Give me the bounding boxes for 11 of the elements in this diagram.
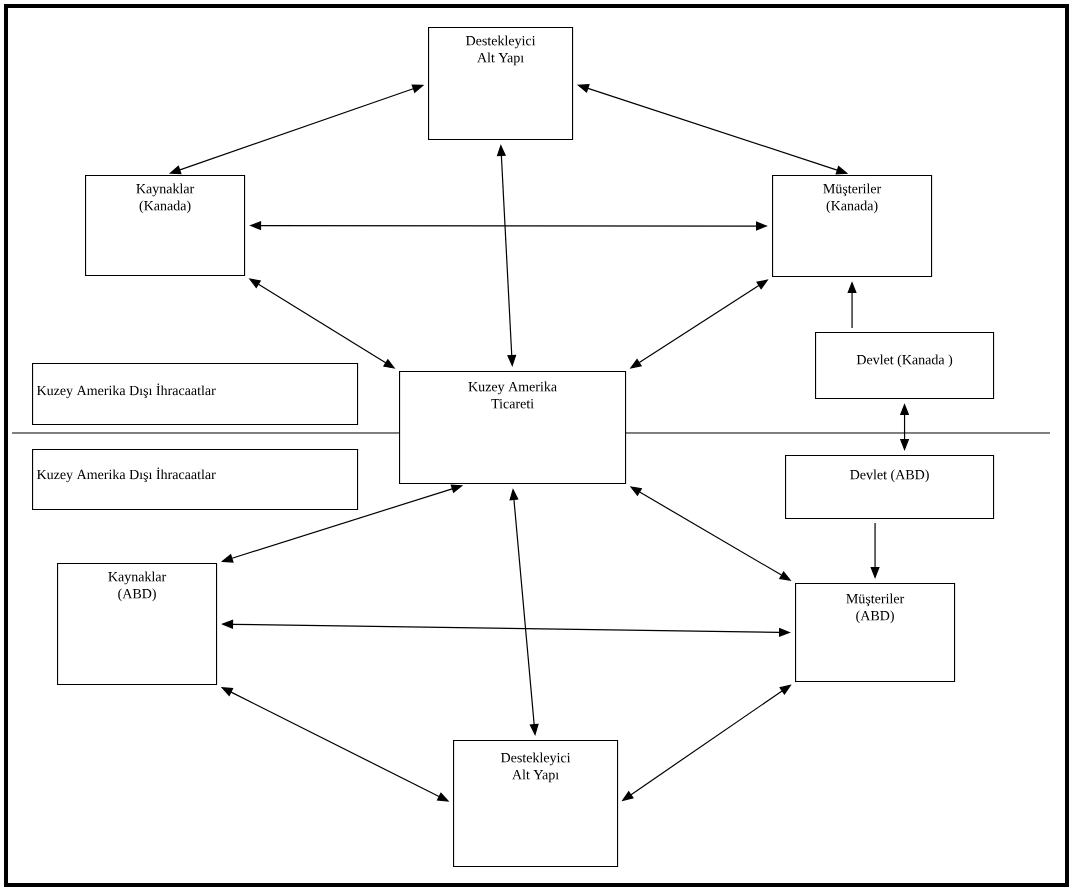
process-box: Devlet (ABD) xyxy=(785,455,995,520)
process-box: Kuzey Amerika Ticareti xyxy=(399,371,627,485)
process-box: Destekleyici Alt Yapı xyxy=(428,27,574,141)
process-box: Kaynaklar (ABD) xyxy=(57,563,218,686)
process-box: Kaynaklar (Kanada) xyxy=(85,175,246,277)
process-box: Destekleyici Alt Yapı xyxy=(453,740,619,868)
process-box: Müşteriler (ABD) xyxy=(795,583,956,683)
process-box: Kuzey Amerika Dışı İhracaatlar xyxy=(32,449,359,511)
process-box: Müşteriler (Kanada) xyxy=(772,175,933,278)
process-box: Kuzey Amerika Dışı İhracaatlar xyxy=(32,363,359,426)
process-box: Devlet (Kanada ) xyxy=(815,332,995,400)
